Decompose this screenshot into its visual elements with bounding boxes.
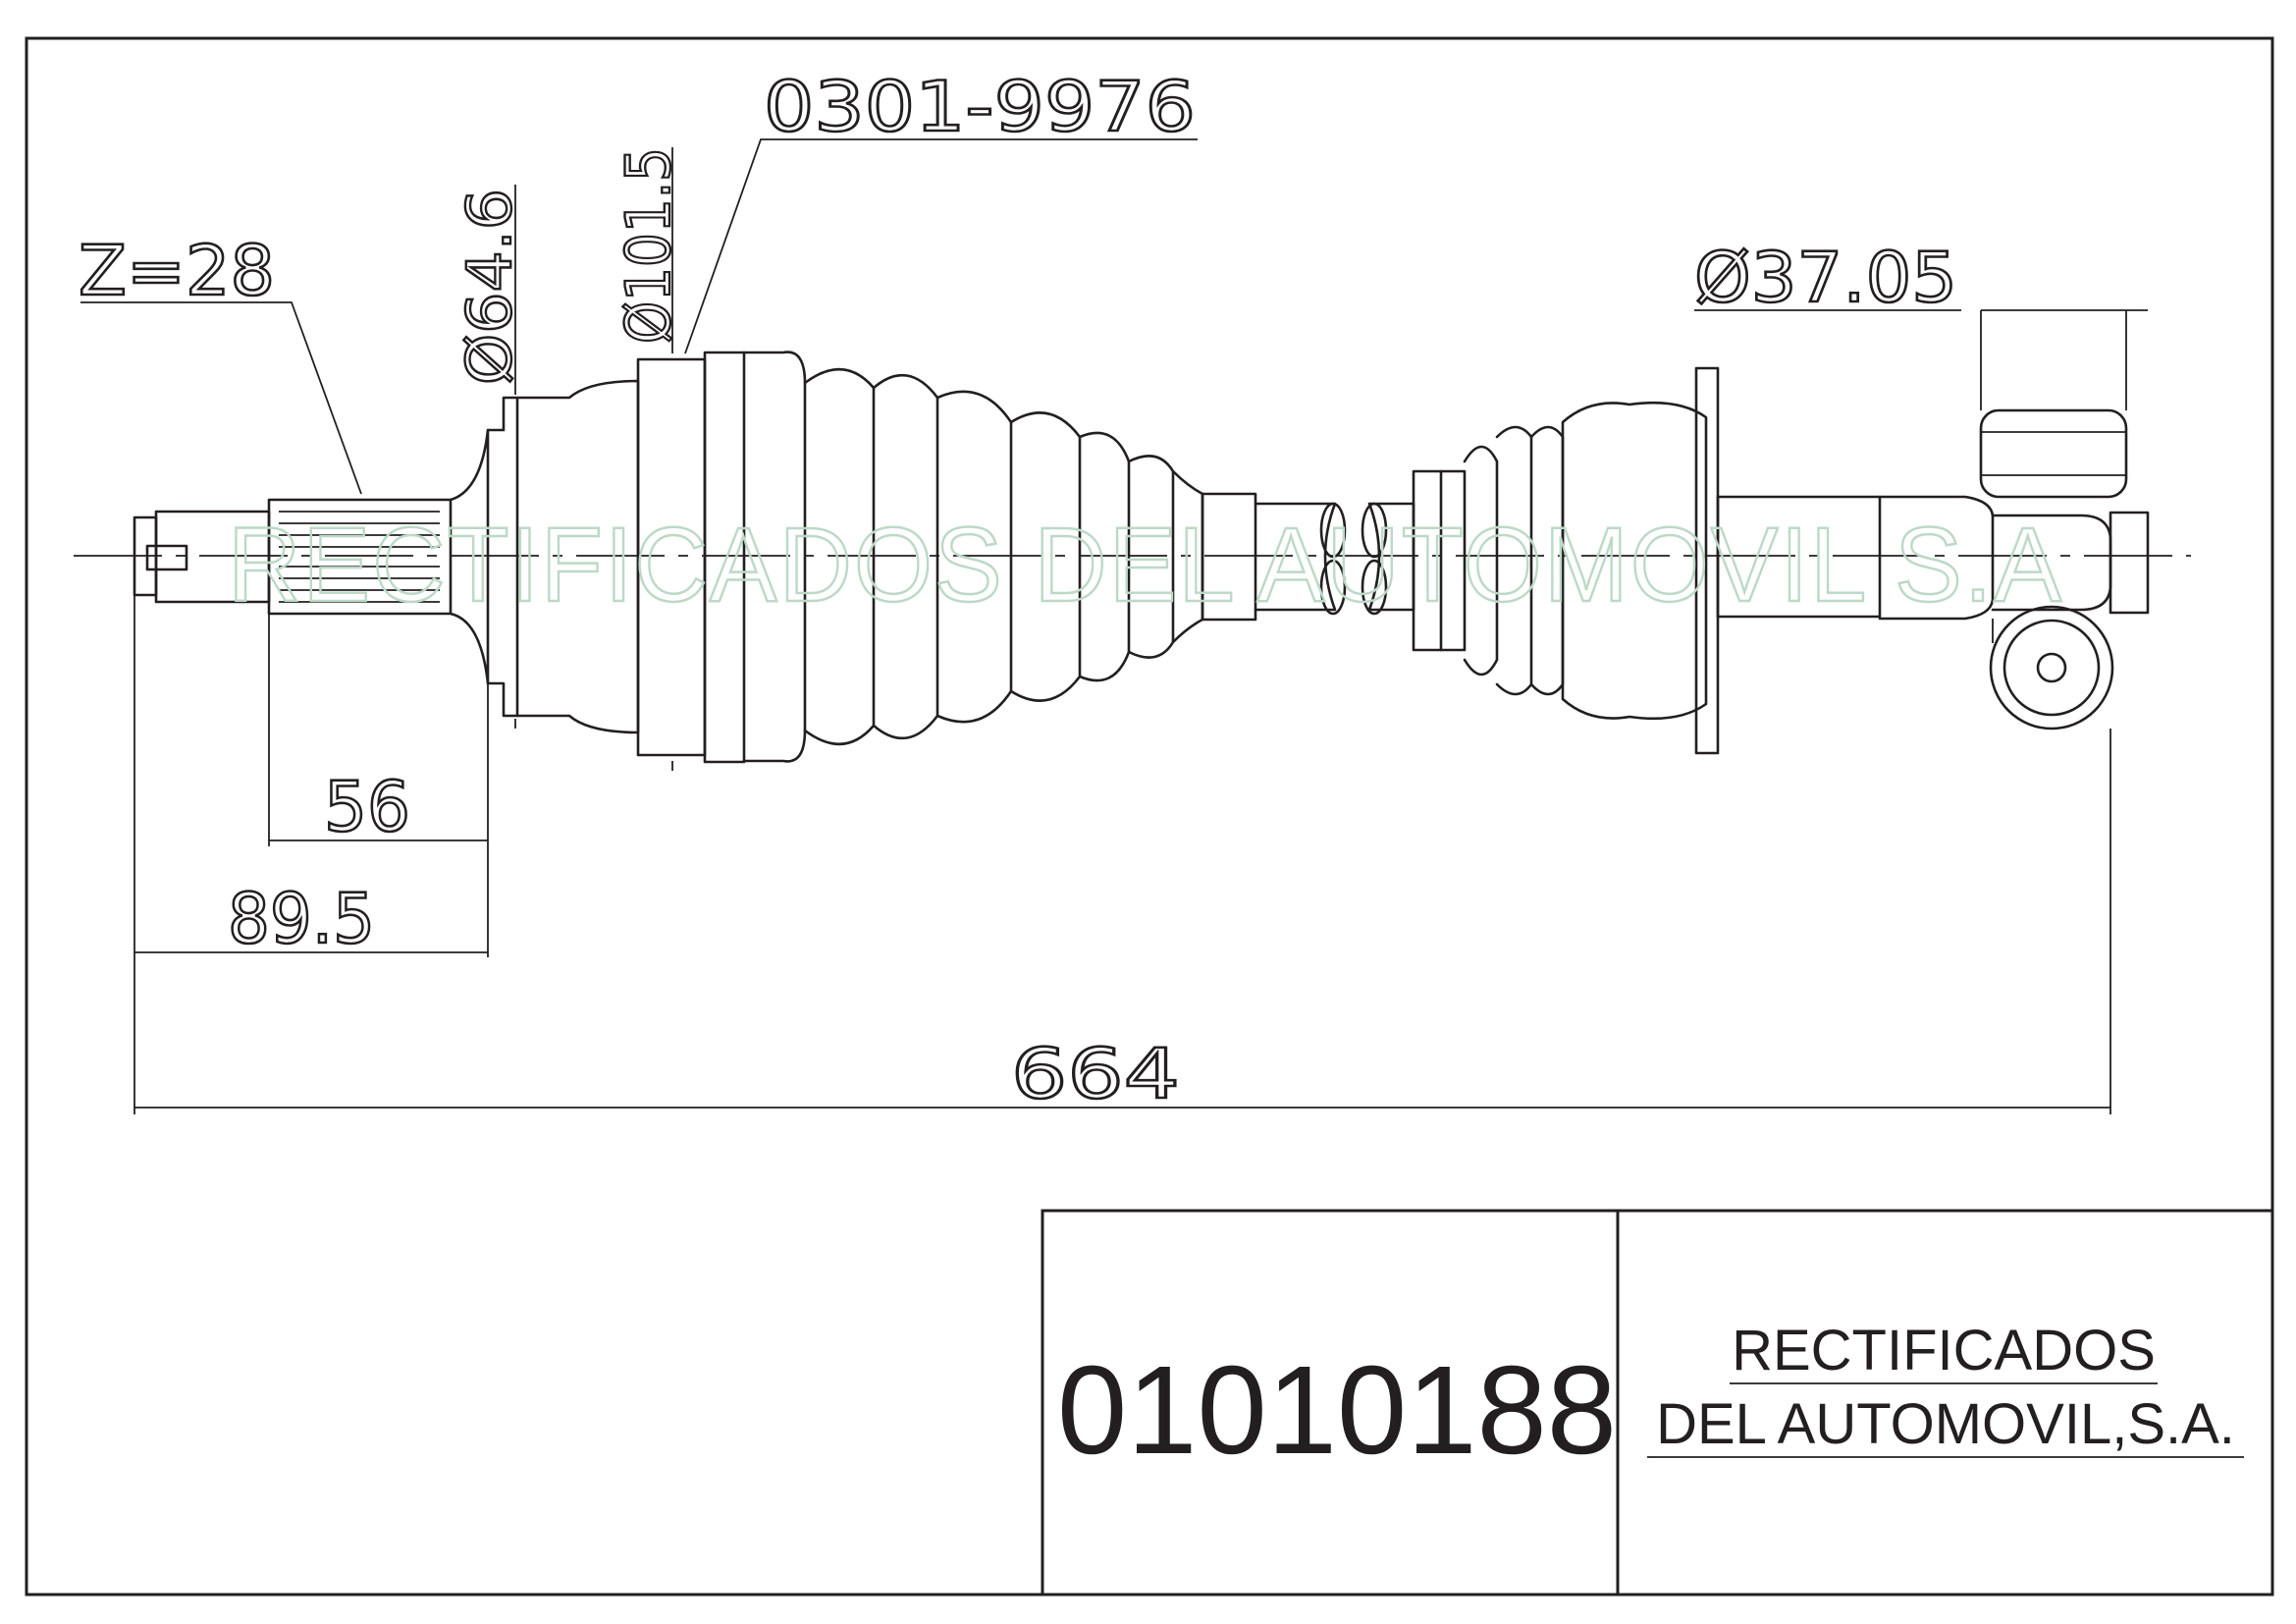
drawing-frame: [25, 36, 2274, 1597]
label-overall-length: 664: [1011, 1034, 1180, 1114]
watermark: RECTIFICADOS DEL AUTOMOVIL S.A: [228, 505, 2063, 623]
callout-spline-teeth: Z=28: [78, 230, 362, 495]
dimension-overall-length: 664: [134, 729, 2111, 1115]
company-name-line2: DEL AUTOMOVIL,S.A.: [1656, 1392, 2235, 1456]
dimension-diameter-64-6: Ø64.6: [453, 185, 526, 729]
label-spline-length: 56: [324, 767, 410, 847]
label-diameter-37-05: Ø37.05: [1694, 238, 1957, 318]
dimension-diameter-101-5: Ø101.5: [612, 146, 685, 771]
outer-boot: [742, 351, 1204, 763]
dimension-spline-length: 56: [268, 614, 489, 957]
dimension-stub-length: 89.5: [133, 595, 488, 1114]
outer-cv-joint: [486, 351, 746, 764]
part-number: 01010188: [1057, 1340, 1617, 1481]
intermediate-shaft: [1201, 492, 1415, 622]
label-diameter-64-6: Ø64.6: [454, 189, 525, 385]
label-stub-length: 89.5: [228, 879, 375, 959]
callout-boot-reference: 0301-9976: [684, 66, 1198, 354]
label-boot-reference: 0301-9976: [764, 67, 1196, 147]
label-spline-teeth: Z=28: [79, 231, 275, 311]
title-block: 01010188 RECTIFICADOS DEL AUTOMOVIL,S.A.: [1041, 1209, 2272, 1595]
company-name-line1: RECTIFICADOS: [1732, 1319, 2156, 1382]
dimension-diameter-37-05: Ø37.05: [1693, 237, 2148, 410]
splined-stub: [133, 428, 490, 685]
inner-tripod-end: [1716, 408, 2150, 731]
label-diameter-101-5: Ø101.5: [613, 147, 684, 344]
